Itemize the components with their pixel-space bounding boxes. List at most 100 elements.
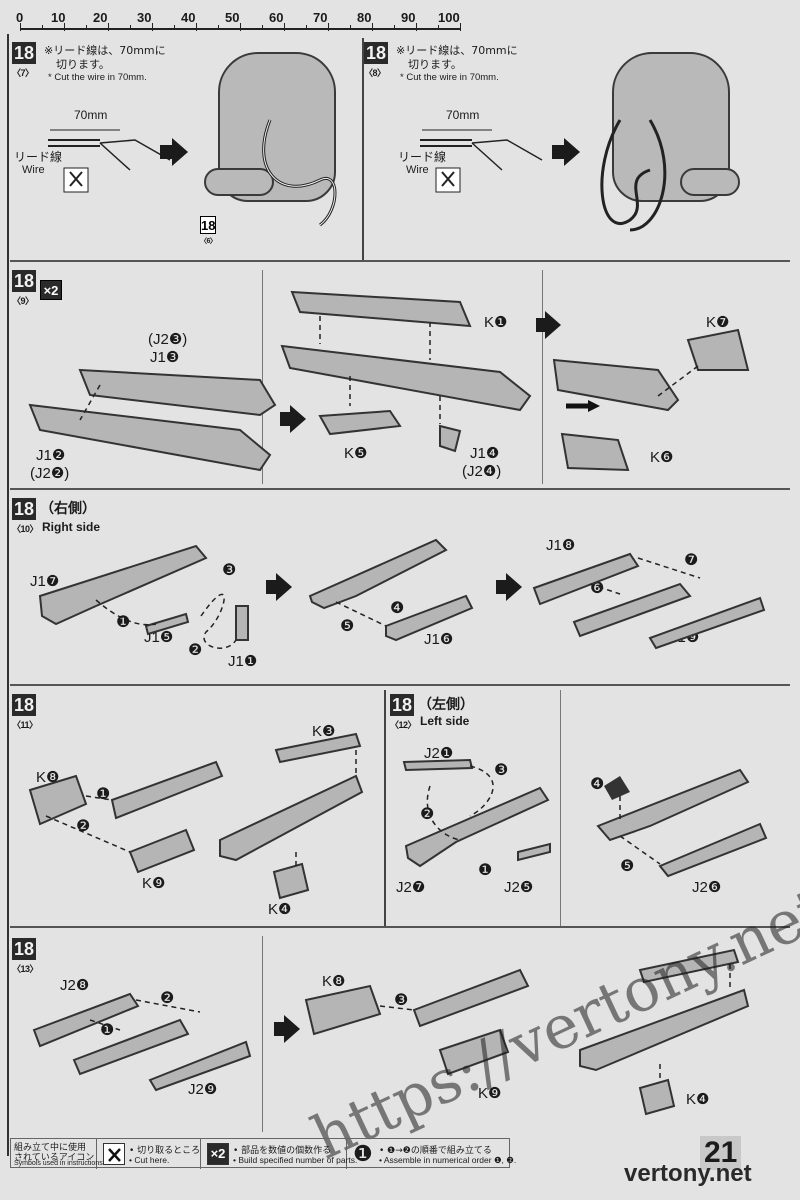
step-sub-number: 〈10〉 [12, 524, 39, 534]
side-parts-k [28, 732, 364, 900]
part-label: K❹ [268, 901, 292, 918]
legend-title-jp: 組み立て中に使用 [14, 1143, 87, 1153]
part-label: J2❼ [396, 879, 426, 896]
ruler-tick [460, 23, 461, 31]
part-label: J2❽ [60, 977, 90, 994]
part-label: J2❻ [692, 879, 722, 896]
step-sub-number: 〈7〉 [12, 68, 34, 78]
ruler-tick [42, 25, 43, 30]
step-arrow [274, 1022, 284, 1036]
part-label: J1❻ [424, 631, 454, 648]
order-marker: ❸ [222, 562, 237, 579]
step-arrow-head [172, 138, 188, 166]
ref-step-sub: 〈6〉 [200, 238, 217, 245]
ruler-tick [372, 23, 373, 31]
ruler-tick [174, 25, 175, 30]
side-label-en: Right side [42, 520, 101, 534]
grip-assembly-right-2 [308, 538, 474, 642]
ruler-tick [218, 25, 219, 30]
order-marker: ❹ [590, 776, 605, 793]
measurement-ruler: 0 10 20 30 40 50 60 70 80 90 100 [8, 8, 468, 34]
part-label: K❾ [478, 1085, 502, 1102]
grip-assembly-left [402, 758, 551, 868]
part-label: J1❹ [470, 445, 500, 462]
part-label: J1❷ [36, 447, 66, 464]
panel-divider [384, 690, 386, 926]
ruler-label: 20 [93, 10, 108, 25]
step-sub-number: 〈11〉 [12, 720, 38, 730]
part-label: J2❶ [424, 745, 454, 762]
nipper-icon [103, 1143, 125, 1165]
barrel-end-assembly [552, 328, 750, 472]
part-label: J2❾ [188, 1081, 218, 1098]
step-arrow [160, 145, 174, 159]
ruler-label: 90 [401, 10, 416, 25]
step-arrow-head [290, 405, 306, 433]
ruler-tick [416, 23, 417, 31]
ruler-tick [240, 23, 241, 31]
wire-note-jp: 切ります。 [408, 58, 462, 71]
ruler-tick [262, 25, 263, 30]
order-marker: ❷ [160, 990, 175, 1007]
side-label-jp: （右側） [40, 501, 96, 517]
measure-label: 70mm [74, 108, 108, 122]
icon-legend: 組み立て中に使用 されているアイコン Symbols used in instr… [10, 1138, 516, 1169]
step-number: 18 [12, 694, 36, 716]
part-label: J2❺ [504, 879, 534, 896]
wire-loop-illustration [262, 119, 337, 227]
legend-order: ❶ • ❶→❷の順番で組み立てる • Assemble in numerical… [347, 1139, 516, 1169]
legend-order-jp: • ❶→❷の順番で組み立てる [379, 1146, 492, 1156]
part-label: K❻ [650, 449, 674, 466]
ruler-tick [64, 23, 65, 31]
order-marker: ❼ [684, 552, 699, 569]
side-label-en: Left side [420, 714, 470, 728]
wire-label-jp: リード線 [398, 150, 447, 164]
left-margin-line [7, 34, 9, 1156]
step-number: 18 [12, 42, 36, 64]
quantity-icon: ×2 [40, 280, 62, 300]
ruler-tick [350, 25, 351, 30]
legend-title: 組み立て中に使用 されているアイコン Symbols used in instr… [11, 1139, 103, 1169]
step-number: 18 [12, 938, 36, 960]
wire-note-en: * Cut the wire in 70mm. [400, 72, 499, 83]
ruler-tick [152, 23, 153, 31]
vernier-part-illustration [204, 168, 274, 196]
step-arrow [552, 145, 566, 159]
barrel-parts-j1 [28, 368, 277, 472]
step-arrow [536, 318, 546, 332]
part-label: K❽ [36, 769, 60, 786]
order-marker: ❹ [390, 600, 405, 617]
wire-diagram [420, 129, 543, 193]
ruler-tick [86, 25, 87, 30]
side-label-jp: （左側） [418, 697, 474, 713]
legend-order-en: • Assemble in numerical order ❶, ❷. [379, 1155, 517, 1165]
order-marker: ❷ [420, 806, 435, 823]
wire-label-en: Wire [22, 164, 45, 176]
legend-quantity: ×2 • 部品を数値の個数作る • Build specified number… [201, 1139, 357, 1169]
row-step-9 [10, 262, 790, 490]
legend-title-jp: されているアイコン [14, 1153, 95, 1163]
row-steps-11-12 [10, 686, 790, 928]
row-steps-7-8 [10, 34, 790, 262]
part-label: K❽ [322, 973, 346, 990]
grip-cover-assembly-right [532, 552, 766, 650]
step-arrow-head [284, 1015, 300, 1043]
step-arrow [266, 580, 276, 594]
panel-divider [542, 270, 543, 484]
step-number: 18 [12, 270, 36, 292]
order-marker: ❸ [394, 992, 409, 1009]
wire-note-jp: ※リード線は、70mmに [396, 44, 518, 57]
step-number: 18 [364, 42, 388, 64]
step-arrow-head [276, 573, 292, 601]
order-marker: ❺ [340, 618, 355, 635]
wire-note-jp: ※リード線は、70mmに [44, 44, 166, 57]
step-arrow-head [545, 311, 561, 339]
step-arrow [280, 412, 292, 426]
wire-note-en: * Cut the wire in 70mm. [48, 72, 147, 83]
order-marker: ❶ [116, 614, 131, 631]
step-arrow-head [564, 138, 580, 166]
wire-label-en: Wire [406, 164, 429, 176]
step-sub-number: 〈13〉 [12, 964, 39, 974]
ruler-tick [20, 23, 21, 31]
